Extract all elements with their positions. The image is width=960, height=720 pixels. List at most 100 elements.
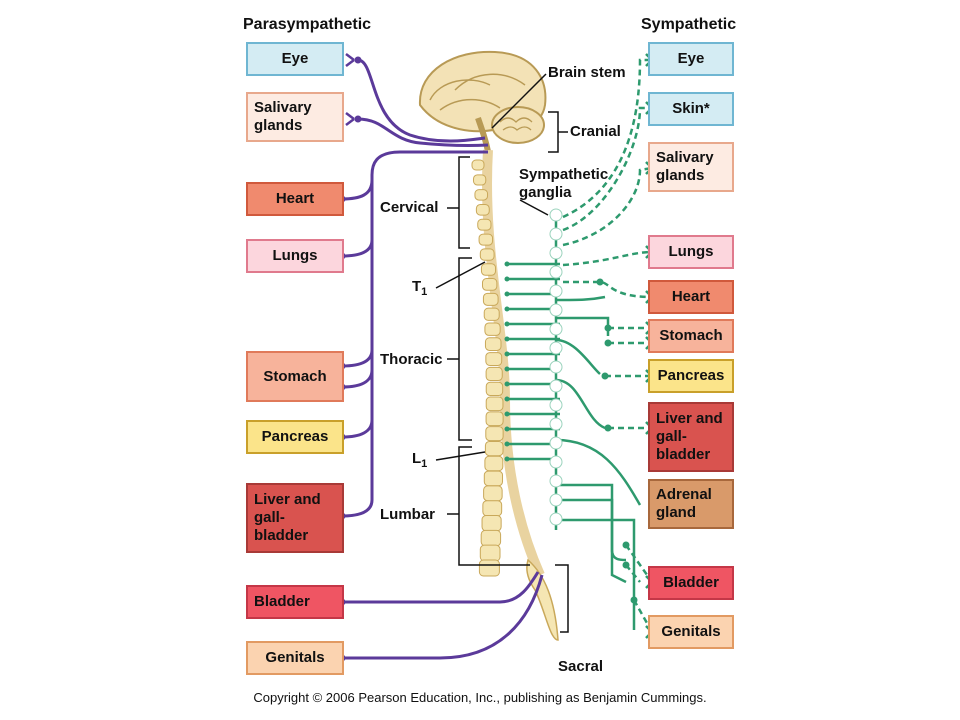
symp-ganglion-dot (604, 339, 612, 347)
vertebra (485, 381, 504, 397)
ganglion (549, 227, 563, 241)
vertebra (472, 174, 487, 186)
postganglionic-path (562, 106, 652, 232)
vertebra (485, 411, 504, 427)
postganglionic-path (624, 544, 654, 583)
vertebra (474, 189, 489, 201)
preganglionic-origin-dot (504, 276, 510, 282)
symp-ganglion-dot (601, 372, 609, 380)
ganglion (549, 379, 563, 393)
vertebra (478, 559, 500, 577)
sympathetic-preganglionic (505, 210, 642, 630)
preganglionic-origin-dot (504, 411, 510, 417)
preganglionic-path (556, 498, 627, 584)
para-box-liver: Liver and gall-bladder (246, 483, 344, 553)
postganglionic-path (625, 564, 641, 583)
preganglionic-origin-dot (504, 456, 510, 462)
vertebra (484, 322, 501, 336)
symp-box-pancreas: Pancreas (648, 359, 734, 393)
ganglion (549, 360, 563, 374)
preganglionic-origin-dot (504, 351, 510, 357)
vertebra (481, 278, 498, 291)
ganglion (549, 436, 563, 450)
cranial-label: Cranial (570, 123, 621, 140)
l1-label: L1 (412, 450, 428, 470)
vertebra (477, 218, 492, 231)
postganglionic-path (562, 166, 653, 247)
symp-box-stomach: Stomach (648, 319, 734, 353)
ganglion (549, 474, 563, 488)
para-ganglion-dot (354, 56, 362, 64)
symp-ganglion-dot (604, 324, 612, 332)
t1-label: T1 (412, 278, 428, 298)
parasympathetic-nerves (341, 58, 544, 660)
thoracic-label: Thoracic (380, 351, 443, 368)
vertebra (475, 203, 490, 216)
ganglion (549, 455, 563, 469)
vertebra (484, 455, 504, 472)
para-box-genitals: Genitals (246, 641, 344, 675)
ganglion (549, 265, 563, 279)
vertebra (484, 337, 502, 351)
vertebra (485, 366, 503, 382)
preganglionic-origin-dot (504, 291, 510, 297)
symp-box-lungs: Lungs (648, 235, 734, 269)
preganglionic-origin-dot (504, 306, 510, 312)
postganglionic-path (563, 280, 653, 299)
vertebra (483, 485, 503, 502)
ganglion (549, 493, 563, 507)
spinal-column (471, 149, 559, 641)
para-box-pancreas: Pancreas (246, 420, 344, 454)
vertebra (480, 263, 497, 276)
preganglionic-path (555, 295, 606, 302)
preganglionic-origin-dot (504, 261, 510, 267)
preganglionic-origin-dot (504, 441, 510, 447)
parasympathetic-heading: Parasympathetic (243, 16, 372, 33)
sympathetic-heading: Sympathetic (641, 16, 737, 33)
sympathetic-ganglia-label: Sympathetic ganglia (519, 166, 609, 201)
vertebra (480, 529, 502, 547)
para-box-eye: Eye (246, 42, 344, 76)
preganglionic-path (556, 483, 627, 562)
lumbar-label: Lumbar (380, 506, 436, 523)
para-box-stomach: Stomach (246, 351, 344, 402)
vertebra (479, 248, 495, 261)
vertebra (485, 396, 504, 412)
sympathetic-ganglia-chain (549, 208, 563, 526)
para-terminal-fork (345, 53, 355, 67)
symp-box-liver: Liver and gall-bladder (648, 402, 734, 472)
preganglionic-origin-dot (504, 366, 510, 372)
preganglionic-origin-dot (504, 381, 510, 387)
symp-ganglion-dot (596, 278, 604, 286)
symp-box-genitals: Genitals (648, 615, 734, 649)
ganglion (549, 398, 563, 412)
vertebra (479, 544, 501, 562)
ganglion (549, 246, 563, 260)
region-brackets (435, 73, 569, 633)
symp-box-heart: Heart (648, 280, 734, 314)
symp-box-salivary: Salivary glands (648, 142, 734, 192)
sacral-label: Sacral (558, 658, 604, 675)
cervical-label: Cervical (380, 199, 439, 216)
symp-box-eye: Eye (648, 42, 734, 76)
ganglion (549, 284, 563, 298)
preganglionic-path (555, 438, 642, 506)
vertebra (471, 159, 485, 171)
ganglion (549, 322, 563, 336)
para-box-heart: Heart (246, 182, 344, 216)
para-ganglion-dot (354, 115, 362, 123)
ganglion (549, 208, 563, 222)
para-box-bladder: Bladder (246, 585, 344, 619)
ganglion (549, 512, 563, 526)
preganglionic-origin-dot (504, 426, 510, 432)
preganglionic-path (556, 316, 610, 336)
symp-box-adrenal: Adrenal gland (648, 479, 734, 529)
ganglion (549, 417, 563, 431)
symp-box-bladder: Bladder (648, 566, 734, 600)
preganglionic-origin-dot (504, 321, 510, 327)
preganglionic-origin-dot (504, 336, 510, 342)
para-terminal-fork (345, 112, 355, 126)
vertebra (482, 292, 499, 306)
preganglionic-path (556, 518, 636, 630)
vertebra (485, 426, 504, 442)
